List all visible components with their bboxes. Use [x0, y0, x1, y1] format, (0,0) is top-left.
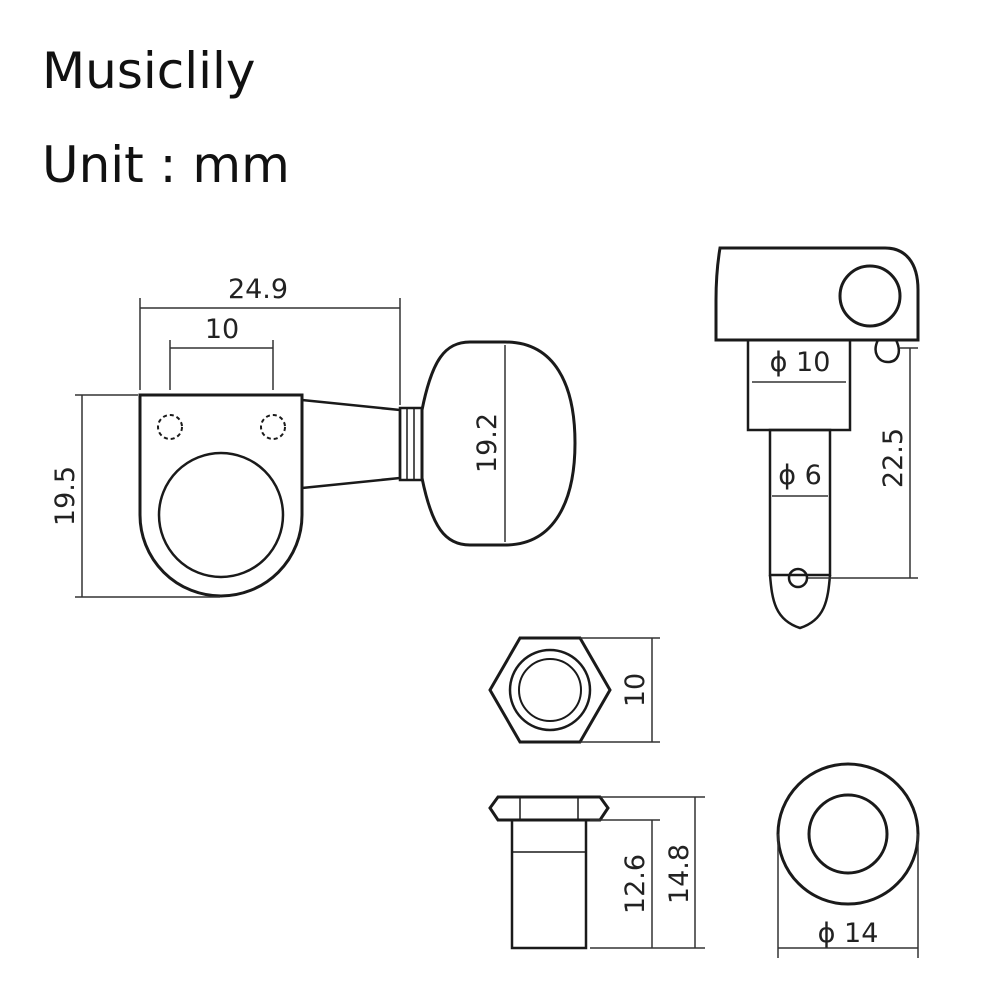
tuner-shaft [301, 398, 402, 490]
bushing-flange [488, 795, 610, 822]
brand-title: Musiclily [42, 42, 256, 100]
hex-nut-view [488, 636, 612, 744]
dim-washer-diameter: ϕ 14 [818, 918, 879, 949]
dim-hole-spacing: 10 [205, 314, 239, 345]
side-post-tip [768, 574, 832, 630]
dim-post-height: 22.5 [878, 428, 909, 488]
shaft-collar [398, 406, 424, 482]
string-post-hole [157, 451, 285, 579]
dim-post-diameter: ϕ 6 [778, 460, 822, 491]
dim-housing-height: 19.5 [50, 466, 81, 526]
dim-button-height: 19.2 [472, 413, 503, 473]
washer-view [776, 762, 920, 906]
tuner-side-view [714, 246, 920, 630]
hex-nut-outline [488, 636, 612, 744]
dim-bushing-diameter: ϕ 10 [770, 347, 831, 378]
washer-inner [807, 793, 889, 875]
washer-dimension-lines [777, 834, 919, 958]
tuner-housing [138, 393, 304, 598]
side-housing [714, 246, 920, 342]
tuner-button [420, 340, 577, 547]
unit-label: Unit : mm [42, 136, 290, 194]
side-gear-hole [838, 264, 902, 328]
tuner-front-view [138, 340, 577, 598]
hex-nut-outer-ring [508, 648, 592, 732]
side-post [768, 428, 832, 577]
hex-nut-dimension-lines [580, 637, 660, 743]
bushing-side-view [488, 795, 610, 950]
bushing-body [510, 818, 588, 950]
washer-outer [776, 762, 920, 906]
hex-nut-inner-ring [518, 658, 582, 722]
side-tab [874, 339, 900, 364]
side-view-dimension-lines [752, 347, 918, 579]
mounting-hole-left [157, 414, 183, 440]
dim-nut-width: 10 [620, 673, 651, 707]
dim-bushing-length: 12.6 [620, 854, 651, 914]
front-view-dimension-lines [75, 298, 506, 598]
string-hole [787, 567, 809, 589]
mounting-hole-right [260, 414, 286, 440]
dim-tuner-width: 24.9 [228, 274, 288, 305]
dim-bushing-total-length: 14.8 [664, 844, 695, 904]
bushing-dimension-lines [590, 796, 705, 949]
